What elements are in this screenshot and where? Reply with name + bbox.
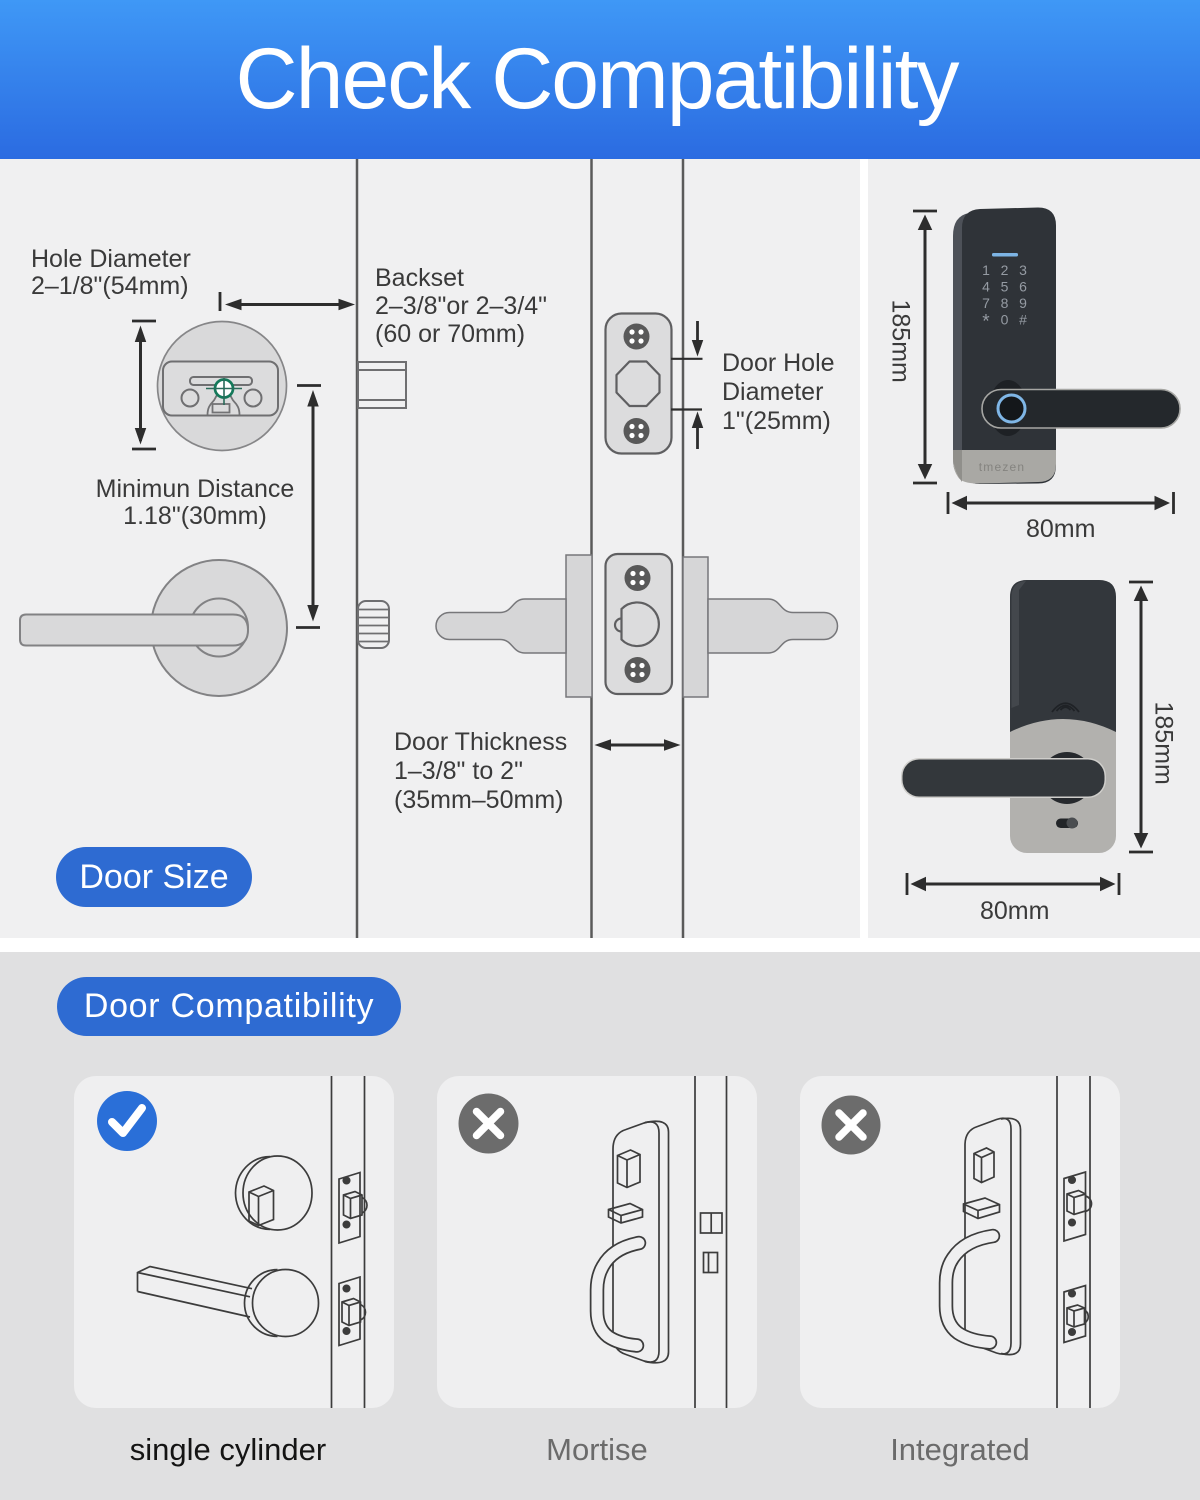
svg-text:6: 6 [1019, 279, 1027, 295]
svg-text:8: 8 [1001, 295, 1009, 311]
svg-text:*: * [982, 312, 990, 333]
svg-text:9: 9 [1019, 295, 1027, 311]
svg-text:1: 1 [982, 262, 990, 278]
svg-text:2: 2 [1001, 262, 1009, 278]
svg-text:5: 5 [1001, 279, 1009, 295]
svg-text:#: # [1019, 312, 1027, 328]
svg-text:7: 7 [982, 295, 990, 311]
svg-text:4: 4 [982, 279, 990, 295]
svg-text:0: 0 [1001, 312, 1009, 328]
svg-text:3: 3 [1019, 262, 1027, 278]
svg-text:tmezen: tmezen [979, 460, 1026, 474]
